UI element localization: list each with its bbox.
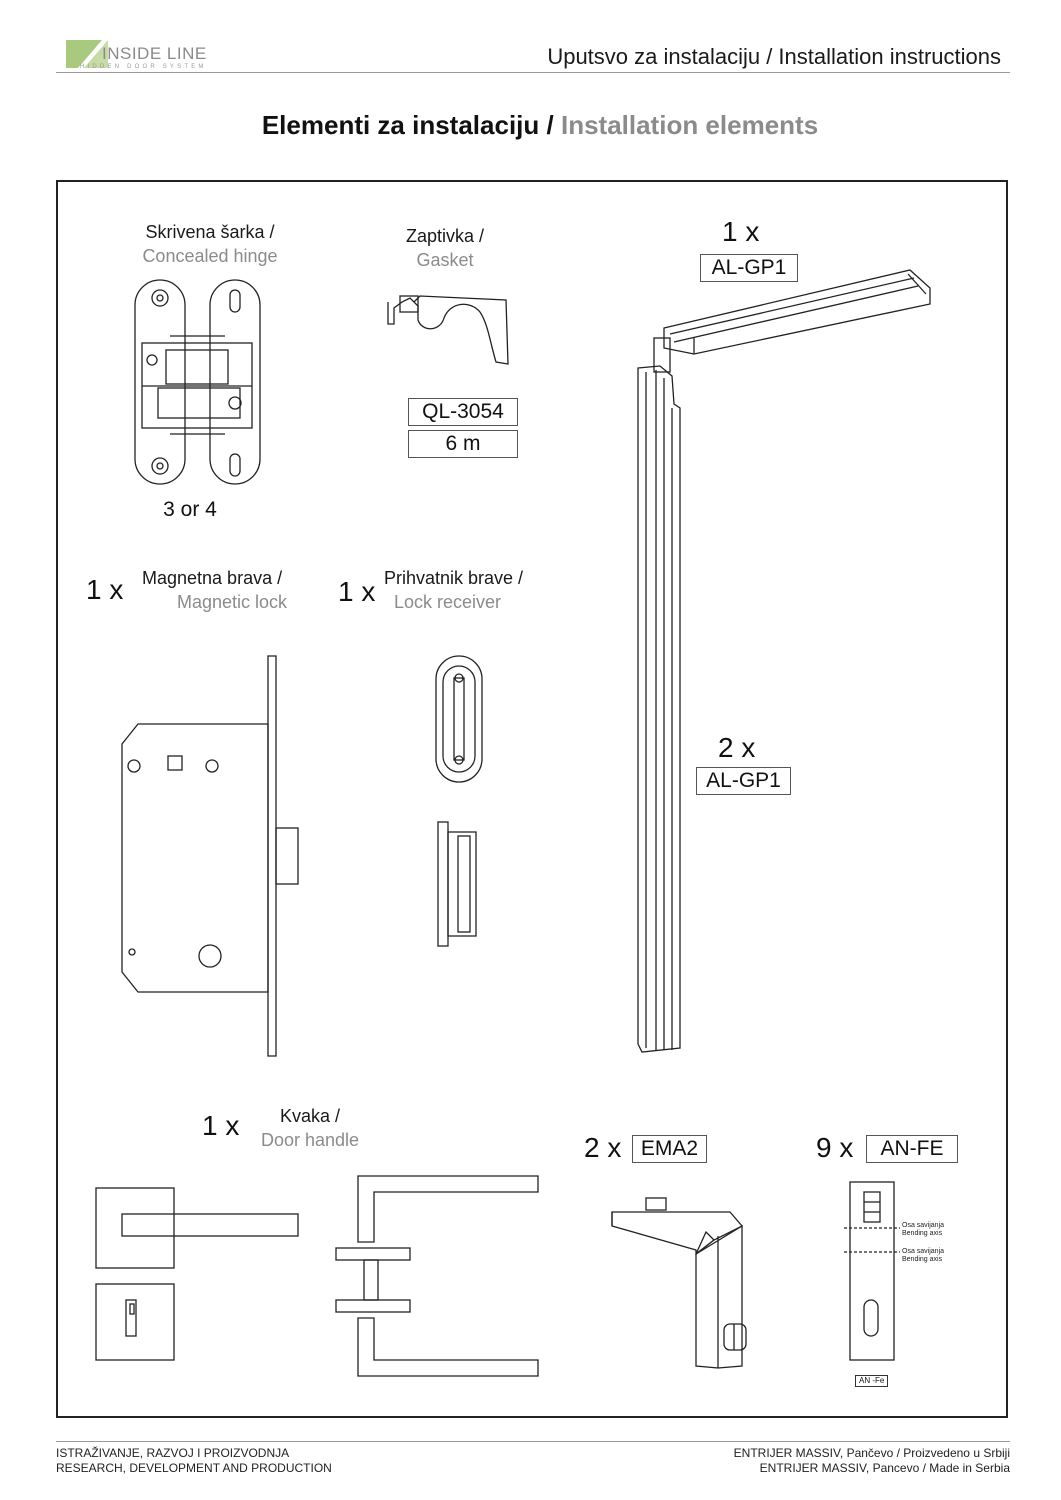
footer-right-sr: ENTRIJER MASSIV, Pančevo / Proizvedeno u… — [733, 1446, 1010, 1460]
anfe-bend-en-1: Bending axis — [902, 1230, 943, 1237]
ema-code: EMA2 — [632, 1135, 707, 1163]
lock-receiver-qty: 1 x — [338, 576, 376, 607]
gasket-length: 6 m — [408, 430, 518, 458]
door-handle-label-sr: Kvaka / — [279, 1106, 341, 1126]
footer-left: ISTRAŽIVANJE, RAZVOJ I PROIZVODNJA RESEA… — [56, 1446, 332, 1476]
anfe-qty: 9 x — [816, 1132, 854, 1163]
profile-top-code: AL-GP1 — [700, 254, 798, 282]
anfe-bend-note-1: Osa savijanja Bending axis — [902, 1222, 944, 1238]
footer-right-en: ENTRIJER MASSIV, Pancevo / Made in Serbi… — [759, 1461, 1010, 1475]
anfe-bend-en-2: Bending axis — [902, 1256, 943, 1263]
magnetic-lock-drawing — [121, 655, 299, 1057]
hinge-count: 3 or 4 — [163, 498, 217, 521]
footer-left-en: RESEARCH, DEVELOPMENT AND PRODUCTION — [56, 1461, 332, 1475]
page-title: Elementi za instalaciju / Installation e… — [0, 110, 1061, 141]
door-handle-label: Kvaka / Door handle — [240, 1104, 380, 1152]
profile-side-qty: 2 x — [718, 732, 756, 763]
lock-receiver-label: Prihvatnik brave / Lock receiver — [380, 566, 550, 614]
page-title-en: Installation elements — [560, 110, 819, 140]
ema-qty: 2 x — [584, 1132, 622, 1163]
door-handle-qty: 1 x — [202, 1110, 240, 1141]
anfe-plate-drawing — [844, 1181, 900, 1361]
gasket-profile-drawing — [387, 295, 509, 365]
door-handle-label-en: Door handle — [260, 1130, 360, 1150]
lock-receiver-drawing — [435, 655, 483, 947]
brand-logo-icon — [66, 40, 108, 68]
anfe-plate-label: AN -Fe — [855, 1375, 889, 1387]
elements-frame — [56, 180, 1008, 1418]
footer-right: ENTRIJER MASSIV, Pančevo / Proizvedeno u… — [734, 1446, 1010, 1476]
frame-profile-drawing — [637, 269, 931, 1053]
magnetic-lock-qty: 1 x — [86, 574, 124, 605]
hinge-label-sr: Skrivena šarka / — [145, 222, 275, 242]
concealed-hinge-drawing — [134, 279, 261, 485]
hinge-label-en: Concealed hinge — [142, 246, 278, 266]
profile-side-code: AL-GP1 — [696, 767, 791, 795]
anfe-bend-note-2: Osa savijanja Bending axis — [902, 1248, 944, 1264]
lock-receiver-label-en: Lock receiver — [394, 592, 502, 612]
header-divider — [56, 72, 1010, 73]
page-title-sr: Elementi za instalaciju / — [261, 110, 554, 140]
profile-top-qty: 1 x — [722, 216, 760, 247]
anfe-code: AN-FE — [866, 1135, 958, 1163]
gasket-label-sr: Zaptivka / — [405, 226, 485, 246]
magnetic-lock-label-sr: Magnetna brava / — [142, 568, 283, 588]
gasket-label: Zaptivka / Gasket — [360, 224, 530, 272]
hinge-label: Skrivena šarka / Concealed hinge — [110, 220, 310, 268]
brand-name: INSIDE LINE — [102, 44, 207, 63]
door-handle-side-drawing — [335, 1175, 539, 1377]
brand-subtitle: HIDDEN DOOR SYSTEM — [80, 64, 207, 70]
magnetic-lock-label: Magnetna brava / Magnetic lock — [132, 566, 332, 614]
footer-divider — [56, 1441, 1010, 1442]
lock-receiver-label-sr: Prihvatnik brave / — [384, 568, 524, 588]
door-handle-front-drawing — [95, 1187, 299, 1361]
gasket-code: QL-3054 — [408, 398, 518, 426]
ema-bracket-drawing — [611, 1197, 747, 1369]
footer-left-sr: ISTRAŽIVANJE, RAZVOJ I PROIZVODNJA — [56, 1446, 290, 1460]
gasket-label-en: Gasket — [416, 250, 474, 270]
document-title: Uputsvo za instalaciju / Installation in… — [547, 44, 1001, 69]
magnetic-lock-label-en: Magnetic lock — [176, 592, 288, 612]
anfe-bend-sr-1: Osa savijanja — [902, 1222, 945, 1229]
anfe-bend-sr-2: Osa savijanja — [902, 1248, 945, 1255]
